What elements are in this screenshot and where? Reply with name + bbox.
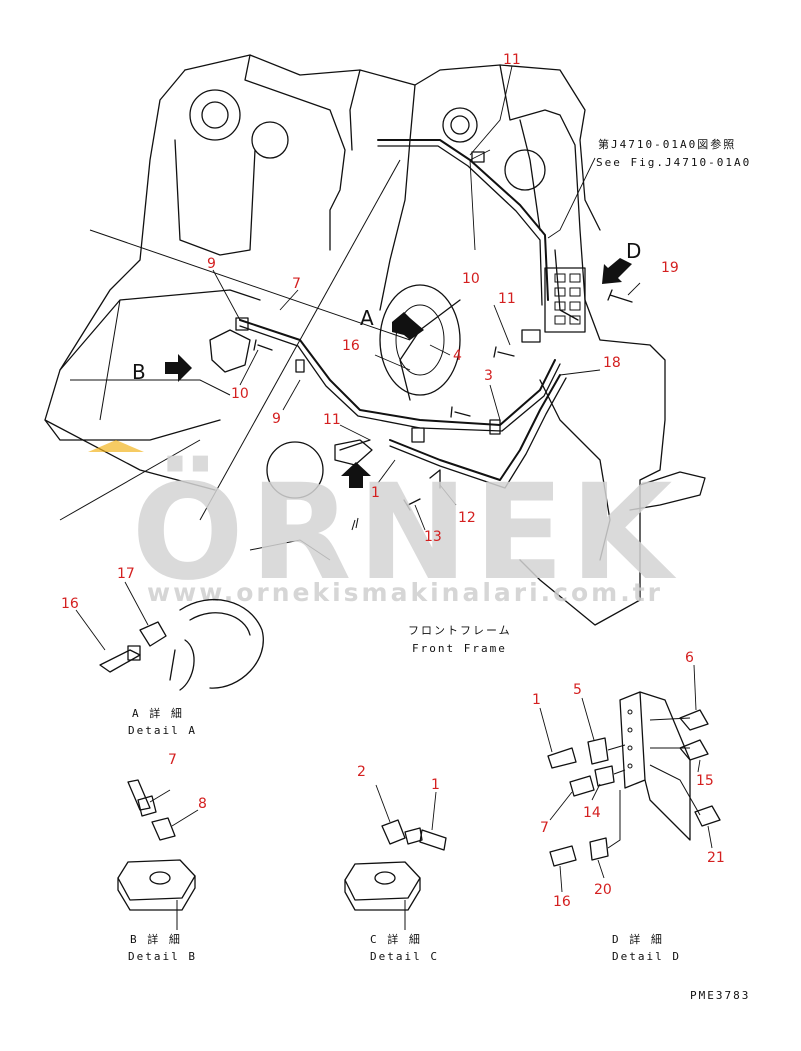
part-number: 3 — [484, 368, 493, 384]
part-number: 7 — [540, 820, 549, 836]
reference-jp: 第J4710-01A0図参照 — [598, 137, 736, 151]
front-frame-outline — [44, 54, 666, 626]
watermark-accent-icon — [88, 440, 144, 452]
detail-c-en: Detail C — [370, 950, 439, 963]
part-number: 7 — [168, 752, 177, 768]
part-number: 18 — [603, 355, 621, 371]
detail-b: 7 8 B 詳 細 Detail B — [117, 752, 207, 963]
arrow-c-icon — [341, 462, 371, 488]
arrow-label-a: A — [360, 306, 374, 330]
grease-block — [544, 267, 586, 333]
part-number: 10 — [462, 271, 480, 287]
watermark-url: www.ornekismakinalari.com.tr — [147, 578, 663, 607]
part-number: 12 — [458, 510, 476, 526]
reference-en: See Fig.J4710-01A0 — [596, 156, 751, 169]
main-part-numbers: 11 10 9 7 19 11 16 4 3 18 10 9 11 1 12 1… — [207, 52, 679, 545]
detail-d-en: Detail D — [612, 950, 681, 963]
watermark-brand: ÖRNEK — [132, 456, 679, 610]
part-number: 10 — [231, 386, 249, 402]
part-number: 16 — [342, 338, 360, 354]
watermark: ÖRNEK www.ornekismakinalari.com.tr — [88, 440, 679, 610]
detail-a: 17 16 A 詳 細 Detail A — [61, 566, 264, 737]
part-number: 1 — [431, 777, 440, 793]
arrow-label-d: D — [626, 239, 641, 263]
part-number: 11 — [503, 52, 521, 68]
detail-a-en: Detail A — [128, 724, 197, 737]
detail-d-jp: D 詳 細 — [612, 932, 664, 946]
detail-a-jp: A 詳 細 — [132, 706, 184, 720]
part-number: 14 — [583, 805, 601, 821]
part-number: 6 — [685, 650, 694, 666]
frame-label-jp: フロントフレーム — [408, 624, 512, 637]
part-number: 9 — [207, 256, 216, 272]
detail-c-jp: C 詳 細 — [370, 932, 422, 946]
grease-hoses — [235, 139, 579, 489]
frame-label-en: Front Frame — [412, 642, 507, 655]
part-number: 13 — [424, 529, 442, 545]
part-number: 17 — [117, 566, 135, 582]
detail-d: 1 5 6 15 14 7 21 20 16 D 詳 細 Detail D — [532, 650, 725, 963]
part-number: 16 — [553, 894, 571, 910]
part-number: 9 — [272, 411, 281, 427]
view-arrows — [165, 258, 632, 488]
drawing-code: PME3783 — [690, 989, 750, 1002]
part-number: 20 — [594, 882, 612, 898]
leader-lines — [212, 65, 641, 531]
part-number: 8 — [198, 796, 207, 812]
part-number: 11 — [323, 412, 341, 428]
bolts — [209, 289, 706, 511]
arrow-b-icon — [165, 354, 192, 382]
part-number: 7 — [292, 276, 301, 292]
part-number: 16 — [61, 596, 79, 612]
part-number: 21 — [707, 850, 725, 866]
part-number: 2 — [357, 764, 366, 780]
arrow-label-b: B — [132, 360, 146, 384]
detail-b-en: Detail B — [128, 950, 197, 963]
part-number: 1 — [371, 485, 380, 501]
part-number: 1 — [532, 692, 541, 708]
part-number: 19 — [661, 260, 679, 276]
part-number: 11 — [498, 291, 516, 307]
arrow-a-icon — [392, 312, 424, 340]
part-number: 15 — [696, 773, 714, 789]
part-number: 5 — [573, 682, 582, 698]
detail-c: 2 1 C 詳 細 Detail C — [344, 764, 447, 963]
reference-note: 第J4710-01A0図参照 See Fig.J4710-01A0 — [596, 137, 751, 169]
detail-b-jp: B 詳 細 — [130, 932, 182, 946]
arrow-d-icon — [602, 258, 632, 284]
part-number: 4 — [453, 348, 462, 364]
